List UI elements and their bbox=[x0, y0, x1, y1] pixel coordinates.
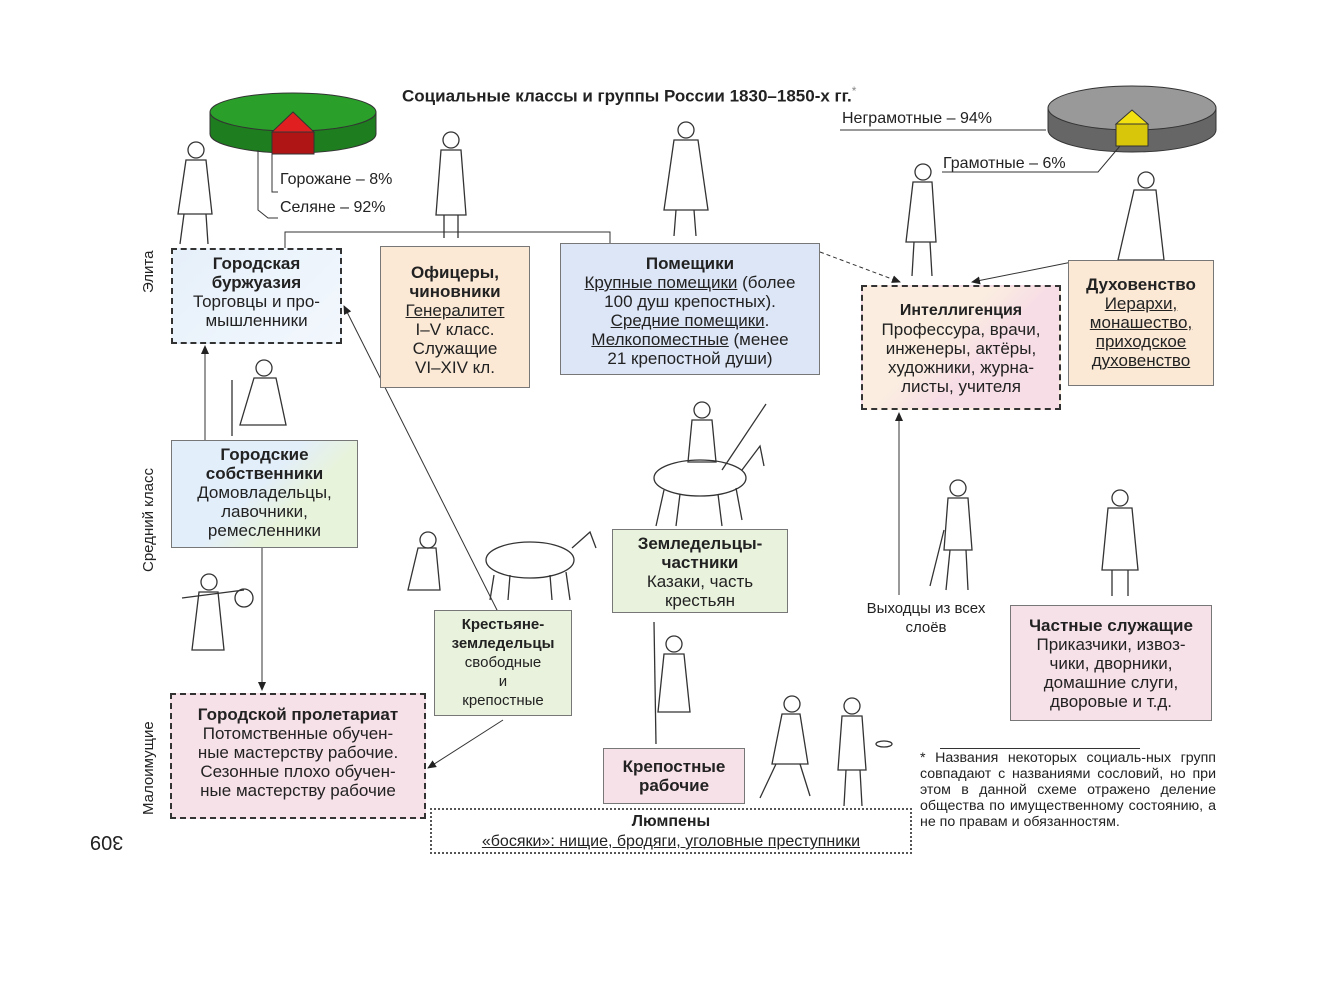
title-footnote-mark: * bbox=[851, 84, 857, 98]
bourgeoisie-line-1: Торговцы и про- bbox=[193, 292, 320, 311]
peasants-title-2: земледельцы bbox=[451, 635, 555, 652]
lumpen-line-1: «босяки»: нищие, бродяги, уголовные прес… bbox=[481, 833, 861, 850]
box-intelligentsia: Интеллигенция Профессура, врачи, инженер… bbox=[861, 285, 1061, 410]
landowners-line-1: Крупные помещики (более bbox=[565, 273, 815, 292]
left-pie-chart bbox=[209, 92, 377, 155]
box-landowners: Помещики Крупные помещики (более 100 душ… bbox=[560, 243, 820, 375]
farmers-title-1: Земледельцы- bbox=[637, 534, 763, 553]
footnote-rule bbox=[940, 748, 1140, 749]
figure-sketches bbox=[177, 121, 1165, 807]
right-pie-slice bbox=[1114, 109, 1150, 125]
proletariat-title: Городской пролетариат bbox=[197, 705, 399, 724]
side-label-poor: Малоимущие bbox=[140, 721, 157, 815]
owners-line-1: Домовладельцы, bbox=[197, 483, 332, 502]
landowners-line-5: 21 крепостной души) bbox=[607, 349, 773, 368]
officers-title-2: чиновники bbox=[409, 282, 501, 301]
box-lumpen: Люмпены «босяки»: нищие, бродяги, уголов… bbox=[430, 808, 912, 854]
intelligentsia-line-4: листы, учителя bbox=[901, 377, 1021, 396]
proletariat-line-4: ные мастерству рабочие bbox=[200, 781, 396, 800]
literate-label: Грамотные – 6% bbox=[943, 155, 1066, 172]
box-peasant-farmers: Крестьяне- земледельцы свободные и крепо… bbox=[434, 610, 572, 716]
box-serf-workers: Крепостные рабочие bbox=[603, 748, 745, 804]
officers-line-4: VI–XIV кл. bbox=[415, 358, 495, 377]
villagers-label: Селяне – 92% bbox=[280, 199, 386, 216]
footnote: * Названия некоторых социаль-ных групп с… bbox=[920, 750, 1216, 830]
owners-line-2: лавочники, bbox=[221, 502, 308, 521]
bourgeoisie-title-1: Городская bbox=[212, 254, 301, 273]
landowners-line-4-rest: (менее bbox=[728, 330, 789, 349]
from-all-line-1: Выходцы из всех bbox=[866, 600, 986, 617]
townspeople-label: Горожане – 8% bbox=[280, 171, 393, 188]
right-pie-chart bbox=[1047, 85, 1217, 153]
private-servants-line-1: Приказчики, извоз- bbox=[1036, 635, 1186, 654]
landowners-line-2: 100 душ крепостных). bbox=[604, 292, 776, 311]
left-pie-slice bbox=[270, 111, 316, 133]
bourgeoisie-line-2: мышленники bbox=[205, 311, 308, 330]
peasants-line-2: и bbox=[498, 673, 508, 690]
landowners-line-4: Мелкопоместные (менее bbox=[565, 330, 815, 349]
officers-title-1: Офицеры, bbox=[410, 263, 500, 282]
officers-line-3: Служащие bbox=[412, 339, 498, 358]
side-label-middle-class: Средний класс bbox=[140, 468, 157, 572]
private-servants-line-2: чики, дворники, bbox=[1049, 654, 1173, 673]
landowners-title: Помещики bbox=[645, 254, 735, 273]
owners-title-2: собственники bbox=[205, 464, 324, 483]
from-all-line-2: слоёв bbox=[905, 619, 947, 636]
lumpen-title: Люмпены bbox=[631, 813, 711, 830]
box-private-farmers: Земледельцы- частники Казаки, часть крес… bbox=[612, 529, 788, 613]
large-landowners-term: Крупные помещики bbox=[584, 273, 738, 292]
bourgeoisie-title-2: буржуазия bbox=[211, 273, 302, 292]
clergy-line-1: Иерархи, bbox=[1104, 294, 1178, 313]
peasants-line-1: свободные bbox=[464, 654, 542, 671]
box-clergy: Духовенство Иерархи, монашество, приходс… bbox=[1068, 260, 1214, 386]
title-text: Социальные классы и группы России 1830–1… bbox=[402, 86, 852, 106]
private-servants-line-3: домашние слуги, bbox=[1043, 673, 1179, 692]
farmers-line-2: крестьян bbox=[664, 591, 736, 610]
clergy-line-2: монашество, bbox=[1089, 313, 1193, 332]
landowners-line-3: Средние помещики. bbox=[565, 311, 815, 330]
diagram-title: Социальные классы и группы России 1830–1… bbox=[402, 84, 856, 107]
clergy-line-4: духовенство bbox=[1091, 351, 1191, 370]
serf-workers-title-1: Крепостные bbox=[622, 757, 726, 776]
peasants-title-1: Крестьяне- bbox=[461, 616, 545, 633]
private-servants-title: Частные служащие bbox=[1029, 616, 1193, 635]
illiterate-label: Неграмотные – 94% bbox=[842, 110, 993, 127]
serf-workers-title-2: рабочие bbox=[638, 776, 710, 795]
box-urban-bourgeoisie: Городская буржуазия Торговцы и про- мышл… bbox=[171, 248, 342, 344]
from-all-layers-label: Выходцы из всех слоёв bbox=[848, 599, 1004, 637]
officers-line-1: Генералитет bbox=[405, 301, 505, 320]
proletariat-line-2: ные мастерству рабочие. bbox=[197, 743, 399, 762]
farmers-line-1: Казаки, часть bbox=[646, 572, 754, 591]
intelligentsia-line-2: инженеры, актёры, bbox=[885, 339, 1037, 358]
left-pie-slice-front bbox=[271, 131, 315, 155]
peasants-line-3: крепостные bbox=[462, 692, 544, 709]
side-label-elite: Элита bbox=[140, 250, 157, 293]
landowners-line-3-rest: . bbox=[764, 311, 770, 330]
proletariat-line-3: Сезонные плохо обучен- bbox=[200, 762, 396, 781]
intelligentsia-title: Интеллигенция bbox=[899, 302, 1023, 319]
landowners-line-1-rest: (более bbox=[737, 273, 796, 292]
page-number: 309 bbox=[90, 831, 124, 853]
clergy-title: Духовенство bbox=[1086, 275, 1196, 294]
petty-landowners-term: Мелкопоместные bbox=[591, 330, 729, 349]
intelligentsia-line-1: Профессура, врачи, bbox=[881, 320, 1041, 339]
box-private-servants: Частные служащие Приказчики, извоз- чики… bbox=[1010, 605, 1212, 721]
private-servants-line-4: дворовые и т.д. bbox=[1049, 692, 1173, 711]
box-urban-proletariat: Городской пролетариат Потомственные обуч… bbox=[170, 693, 426, 819]
officers-line-2: I–V класс. bbox=[415, 320, 495, 339]
intelligentsia-line-3: художники, журна- bbox=[887, 358, 1035, 377]
proletariat-line-1: Потомственные обучен- bbox=[202, 724, 394, 743]
middle-landowners-term: Средние помещики bbox=[610, 311, 765, 330]
box-urban-owners: Городские собственники Домовладельцы, ла… bbox=[171, 440, 358, 548]
owners-title-1: Городские bbox=[220, 445, 309, 464]
farmers-title-2: частники bbox=[661, 553, 739, 572]
owners-line-3: ремесленники bbox=[207, 521, 322, 540]
box-officers-officials: Офицеры, чиновники Генералитет I–V класс… bbox=[380, 246, 530, 388]
clergy-line-3: приходское bbox=[1095, 332, 1187, 351]
